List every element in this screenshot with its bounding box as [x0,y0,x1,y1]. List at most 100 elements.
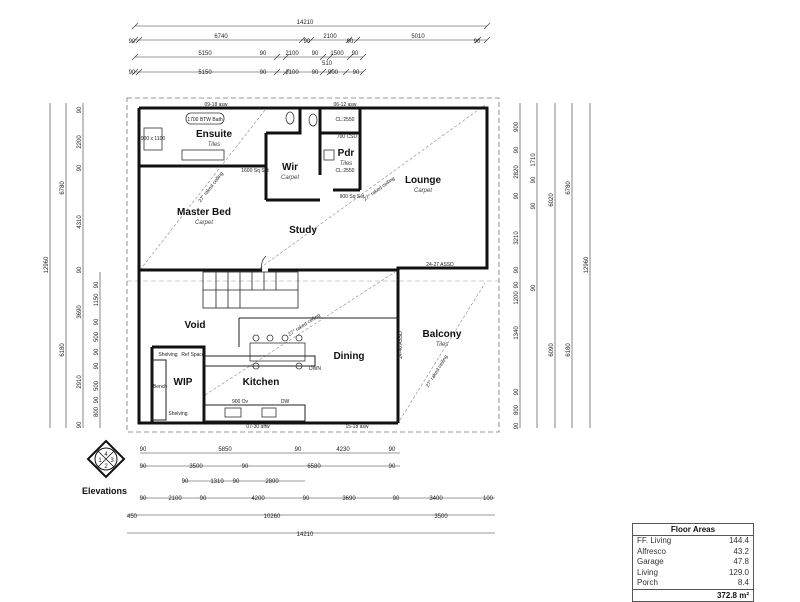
note-cupboard-wir: 06-12 asw [333,102,356,108]
dim-label: 90 [303,496,310,502]
bottom-dimensions [127,452,495,534]
note-raked3: 27° raked ceiling [287,312,322,337]
floor-area-value: 43.2 [733,546,749,556]
note-sqset1: 1600 Sq Set [241,168,269,174]
floor-area-row: Porch 8.4 [633,578,753,589]
dimension-tick [359,68,367,76]
elevation-number: 2 [104,464,108,470]
dim-label: 5850 [218,447,232,453]
room-finish-balcony: Tiles [436,342,449,348]
shower-fixture [143,127,163,151]
dim-label: 90 [514,266,520,273]
dim-label: 90 [514,422,520,429]
floor-areas-title: Floor Areas [633,524,753,536]
dim-label: 90 [260,70,267,76]
dimension-tick [131,53,139,61]
dim-label: 450 [127,514,138,520]
dim-label: 90 [94,362,100,369]
dimension-tick [135,68,143,76]
floor-area-row: FF. Living 144.4 [633,536,753,547]
door-swing [261,255,267,271]
dim-label: 90 [352,51,359,57]
dim-label: 10260 [264,514,281,520]
dining-table [249,342,306,362]
note-window-kitchen: 15-18 asw [345,424,368,430]
dim-label: 90 [514,146,520,153]
note-raked1: 27° raked ceiling [197,171,225,204]
dim-label: 2200 [77,135,83,149]
right-lower-dim: 6180 [566,343,572,357]
dim-label: 2100 [285,70,299,76]
cooktop-fixture [224,407,242,418]
dim-label: 90 [77,164,83,171]
right-overall-dim: 12960 [584,256,590,273]
dim-label: 90 [182,479,189,485]
dim-label: 2800 [265,479,279,485]
dim-label: 3690 [342,496,356,502]
room-name-kitchen: Kitchen [243,377,280,388]
dim-label: 1340 [514,326,520,340]
dim-label: 2100 [285,51,299,57]
dimension-tick [298,36,306,44]
dimension-tick [131,36,139,44]
dim-label: 1710 [531,153,537,167]
note-assd: 24-27 ASSD [426,262,454,268]
note-shelving1: Shelving [158,352,177,358]
room-name-wir: Wir [282,162,298,173]
floor-area-row: Garage 47.8 [633,557,753,568]
top-dim-row3: 90 5150 90 2100 90 900 90 [129,70,360,76]
note-cl2550b: CL:2550 [336,168,355,174]
room-name-wip: WIP [174,377,193,388]
dim-label: 3400 [429,496,443,502]
dim-label: 90 [531,176,537,183]
dim-label: 90 [514,192,520,199]
dim-label: 6740 [214,34,228,40]
roof-outline [126,97,500,433]
floor-area-label: FF. Living [637,536,672,545]
dimension-tick [307,36,315,44]
toilet-fixture [285,111,295,125]
left-overall-dim: 12960 [44,256,50,273]
dim-label: 500 [94,331,100,342]
room-name-master-bed: Master Bed [177,207,231,218]
dim-label: 3690 [77,305,83,319]
floor-area-value: 144.4 [728,536,749,545]
toilet-fixture [308,113,318,127]
dim-label: 510 [322,61,333,67]
dim-label: 5010 [411,34,425,40]
room-finish-ensuite: Tiles [208,142,221,148]
dimension-tick [483,36,491,44]
dim-label: 4310 [77,215,83,229]
floor-area-label: Garage [637,557,664,566]
dimension-tick [353,36,361,44]
stairs [202,271,299,309]
dim-label: 90 [531,284,537,291]
fixtures [143,111,335,418]
dim-label: 900 [328,70,339,76]
dim-label: 6020 [549,193,555,207]
dimension-tick [346,53,354,61]
dim-label: 90 [94,348,100,355]
dim-label: 90 [514,388,520,395]
room-finish-lounge: Carpet [414,188,432,194]
bottom-overall-dim: 14210 [297,532,314,538]
dim-label: 5150 [198,70,212,76]
dim-label: 2910 [77,375,83,389]
dim-label: 90 [514,281,520,288]
dim-label: 90 [312,70,319,76]
dimension-tick [319,53,327,61]
dim-label: 900 [514,121,520,132]
dimension-tick [326,53,334,61]
raked-ceiling-lines [139,104,486,421]
note-raked4: 27° raked ceiling [425,354,450,389]
dim-label: 3500 [189,464,203,470]
note-dwn: DWN [309,366,321,372]
dimension-tick [131,22,139,30]
dim-label: 90 [94,396,100,403]
room-name-balcony: Balcony [423,329,462,340]
dim-label: 90 [353,70,360,76]
dim-label: 3500 [434,514,448,520]
dim-label: 90 [129,70,136,76]
dim-label: 100 [483,496,494,502]
